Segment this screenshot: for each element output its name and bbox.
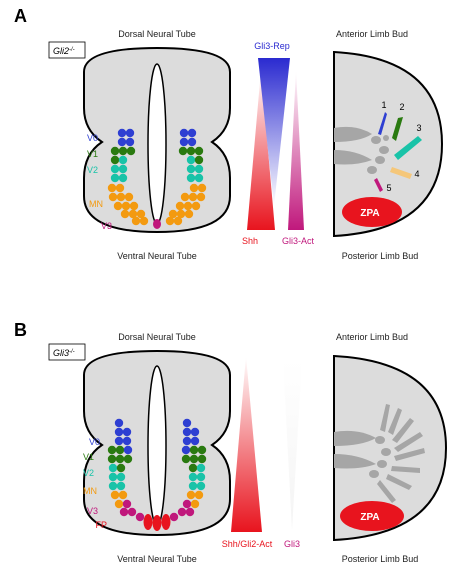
genotype-gene: Gli3 (53, 348, 69, 358)
genotype-gene: Gli2 (53, 46, 69, 56)
progenitor-cells-right (165, 128, 207, 226)
digit-2 (392, 117, 403, 141)
gli3-label: Gli3 (284, 539, 300, 549)
limb-skeleton (334, 126, 389, 174)
neural-lumen (147, 365, 167, 527)
svg-text:Gli2-/-: Gli2-/- (53, 46, 75, 56)
progenitor-cells-right (169, 418, 207, 522)
svg-text:Gli3-/-: Gli3-/- (53, 348, 75, 358)
digit-label-2: 2 (399, 102, 404, 112)
anterior-label: Anterior Limb Bud (336, 29, 408, 39)
domain-label-v2: V2 (87, 165, 98, 175)
zpa-region (340, 501, 404, 531)
shh-label: Shh (242, 236, 258, 246)
zpa-region (342, 197, 402, 227)
digit-label-5: 5 (386, 183, 391, 193)
shh-gli2-act-label: Shh/Gli2-Act (222, 539, 273, 549)
gli3-faint-gradient (283, 360, 302, 530)
domain-label-fp: FP (95, 520, 107, 530)
domain-label-v1: V1 (83, 452, 94, 462)
domain-label-v3: V3 (87, 506, 98, 516)
posterior-label: Posterior Limb Bud (342, 251, 419, 261)
gli3-act-gradient (288, 70, 304, 230)
digit-label-1: 1 (381, 100, 386, 110)
gli3-act-label: Gli3-Act (282, 236, 315, 246)
domain-label-v2: V2 (83, 468, 94, 478)
panel-a: A Gli2-/- Dorsal Neural Tube Ventral Neu… (14, 6, 444, 261)
shh-gradient (247, 70, 275, 230)
ventral-label: Ventral Neural Tube (117, 554, 197, 564)
floor-plate-cells (143, 514, 171, 531)
limb-digits (374, 112, 422, 192)
ventral-label: Ventral Neural Tube (117, 251, 197, 261)
genotype-superscript: -/- (69, 47, 75, 53)
domain-label-v0: V0 (87, 133, 98, 143)
gli3-rep-gradient (258, 58, 290, 206)
posterior-label: Posterior Limb Bud (342, 554, 419, 564)
panel-letter: B (14, 320, 27, 340)
domain-label-mn: MN (89, 199, 103, 209)
progenitor-cells-left (107, 128, 149, 226)
shh-gli2-act-gradient (231, 356, 262, 532)
genotype-superscript: -/- (69, 349, 75, 355)
anterior-label: Anterior Limb Bud (336, 332, 408, 342)
domain-label-v3: V3 (101, 221, 112, 231)
progenitor-cells-left (107, 418, 145, 522)
zpa-label: ZPA (360, 208, 379, 219)
digit-5 (374, 178, 383, 192)
dorsal-label: Dorsal Neural Tube (118, 332, 196, 342)
limb-skeleton-polydactyl (334, 404, 425, 503)
domain-label-v1: V1 (87, 149, 98, 159)
domain-label-v0: V0 (89, 437, 100, 447)
panel-b: B Gli3-/- Dorsal Neural Tube Ventral Neu… (14, 320, 448, 564)
genotype-box: Gli3-/- (48, 343, 86, 361)
digit-label-3: 3 (416, 123, 421, 133)
floor-plate-cell (153, 219, 161, 229)
digit-3 (394, 136, 422, 160)
limb-bud (333, 354, 448, 542)
genotype-box: Gli2-/- (48, 41, 86, 59)
zpa-label: ZPA (360, 512, 379, 523)
dorsal-label: Dorsal Neural Tube (118, 29, 196, 39)
digit-1 (378, 112, 387, 135)
digit-4 (390, 167, 412, 179)
digit-label-4: 4 (414, 169, 419, 179)
gli3-rep-label: Gli3-Rep (254, 41, 290, 51)
neural-lumen (147, 63, 167, 225)
panel-letter: A (14, 6, 27, 26)
domain-label-mn: MN (83, 486, 97, 496)
limb-bud (333, 50, 444, 238)
